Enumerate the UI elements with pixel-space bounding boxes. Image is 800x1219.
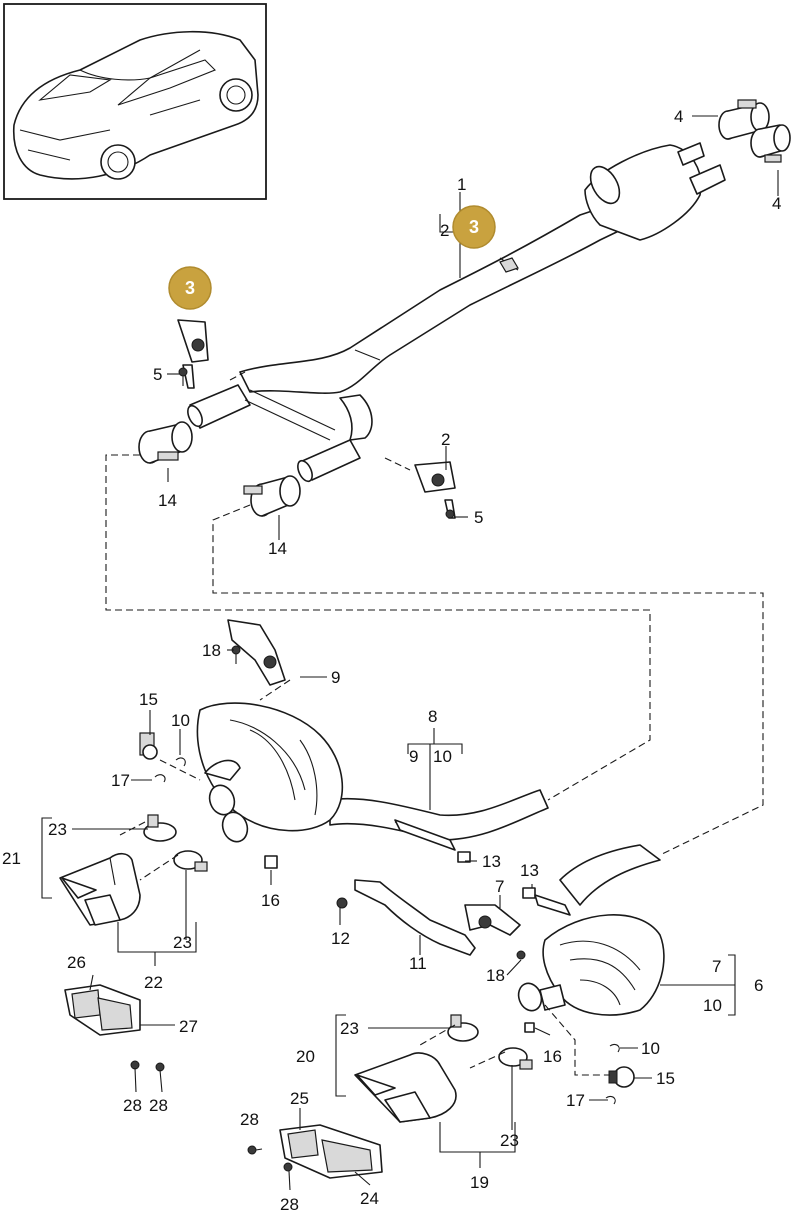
hanger-7 [464,904,521,936]
callout-label: 11 [409,954,427,973]
tailpipe-21 [59,852,141,926]
callout-label: 10 [171,711,190,730]
callout-label: 20 [296,1047,315,1066]
bolt-5-left [178,367,188,386]
hanger-bracket-left [177,319,209,389]
callout-label: 23 [340,1019,359,1038]
support-bracket-11 [354,879,476,956]
callout-label: 22 [144,973,163,992]
callout-labels: 1 2 4 4 5 14 2 5 14 18 9 15 10 8 9 10 17… [2,107,781,1214]
callout-label: 15 [139,690,158,709]
callout-label: 5 [153,365,162,384]
overview-inset [3,3,267,200]
screw-28-b [155,1062,165,1072]
bolt-12 [336,897,348,909]
callout-label: 23 [48,820,67,839]
callout-label: 12 [331,929,350,948]
callout-label: 7 [495,877,504,896]
badge-label: 3 [185,278,195,298]
badge-3-upper: 3 [452,205,496,249]
callout-label: 23 [173,933,192,952]
screw-28-c [247,1145,257,1155]
clamp-4-upper [718,99,770,140]
clip-17-right [605,1095,616,1105]
callout-label: 14 [158,491,177,510]
rear-muffler-right [517,914,665,1016]
tailpipe-20 [354,1052,457,1123]
callout-label: 21 [2,849,21,868]
callout-label: 13 [520,861,539,880]
callout-label: 18 [486,966,505,985]
callout-label: 9 [409,747,418,766]
leader-lines [41,115,779,1191]
callout-label: 8 [428,707,437,726]
callout-label: 4 [674,107,683,126]
callout-label: 9 [331,668,340,687]
screw-28-d [283,1162,293,1172]
callout-label: 5 [474,508,483,527]
callout-label: 23 [500,1131,519,1150]
badge-label: 3 [469,217,479,237]
callout-label: 28 [149,1096,168,1115]
dashed-connectors [105,371,764,1076]
bracket-13-right [522,887,571,916]
callout-label: 26 [67,953,86,972]
clip-10-left [175,757,186,767]
clamp-14-left [138,421,193,464]
callout-label: 17 [111,771,130,790]
callout-label: 10 [641,1039,660,1058]
callout-label: 24 [360,1189,379,1208]
bolt-18-upper [231,645,241,664]
callout-label: 17 [566,1091,585,1110]
callout-label: 10 [433,747,452,766]
front-pipe-assembly [187,142,726,483]
clamp-14-right [243,475,301,517]
hanger-9 [227,619,286,686]
callout-label: 28 [280,1195,299,1214]
clip-10-right [609,1043,620,1053]
callout-label: 15 [656,1069,675,1088]
tip-cover-25-24 [279,1124,383,1179]
callout-label: 28 [240,1110,259,1129]
rear-intermediate-pipe [329,789,661,906]
callout-label: 1 [457,175,466,194]
callout-label: 2 [441,430,450,449]
callout-label: 6 [754,976,763,995]
clamp-23-a [143,814,177,842]
callout-label: 10 [703,996,722,1015]
hanger-bracket-right [414,461,456,519]
callout-label: 2 [440,221,449,240]
sensor-15-left [139,732,158,760]
clamp-4-lower [750,124,791,163]
sensor-15-right [608,1066,635,1088]
badge-3-left: 3 [168,266,212,310]
callout-label: 7 [712,957,721,976]
nut-16-right [524,1022,535,1033]
callout-label: 16 [543,1047,562,1066]
callout-label: 19 [470,1173,489,1192]
callout-label: 18 [202,641,221,660]
callout-label: 4 [772,194,781,213]
clip-17-left [154,774,166,783]
clamp-23-b [173,850,208,872]
callout-label: 28 [123,1096,142,1115]
callout-label: 25 [290,1089,309,1108]
bolt-18-lower [516,950,526,960]
nut-16-left [264,855,278,869]
callout-label: 13 [482,852,501,871]
clamp-23-d [498,1047,533,1070]
callout-label: 14 [268,539,287,558]
tip-cover-26-27 [64,984,141,1036]
screw-28-a [130,1060,140,1070]
bracket-13-left [394,819,471,863]
car-rear-three-quarter-icon [12,30,259,180]
callout-label: 16 [261,891,280,910]
callout-label: 27 [179,1017,198,1036]
bolt-5-right [445,509,455,519]
rear-muffler-left [196,702,344,843]
clamp-23-c [447,1014,479,1042]
